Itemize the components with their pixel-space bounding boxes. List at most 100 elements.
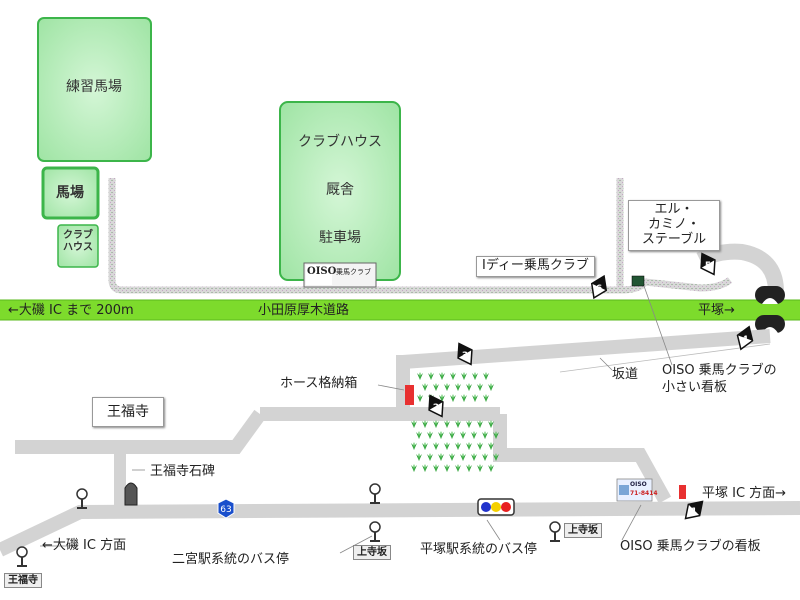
crop-sprout <box>488 464 494 472</box>
leader-lines <box>40 285 673 554</box>
highway-left-label: ←大磯 IC まで 200m <box>8 303 134 318</box>
crop-sprout <box>438 431 444 439</box>
crop-sprout <box>433 420 439 428</box>
signboard-oiso: OISO <box>307 266 337 277</box>
bus-stop-name-kamiterazaka-1: 上寺坂 <box>353 545 391 560</box>
crop-sprout <box>477 464 483 472</box>
crop-sprout <box>472 372 478 380</box>
crop-sprout <box>450 394 456 402</box>
hose-box-marker <box>405 385 414 405</box>
bus-stop-pole-icon <box>369 483 381 504</box>
route-63-number: 63 <box>220 505 231 515</box>
crop-sprout <box>455 442 461 450</box>
el-camino-line-1: エル・ <box>654 202 694 217</box>
crop-sprout <box>449 431 455 439</box>
crop-sprout <box>416 431 422 439</box>
signboard-club: 乗馬クラブ <box>336 268 371 276</box>
parking-label: 駐車場 <box>319 230 361 246</box>
field-right-road <box>493 414 672 504</box>
club-house-small-area <box>57 224 99 268</box>
bus-stop-name-oufukuji: 王福寺 <box>4 573 42 588</box>
practice-arena-area <box>37 17 152 162</box>
waypoint-number: 4 <box>742 335 748 345</box>
waypoint-group: 1 2 3 4 5 6 <box>428 252 754 520</box>
crop-sprout <box>471 453 477 461</box>
hiratsuka-bus-label: 平塚駅系統のバス停 <box>420 542 538 557</box>
crop-sprout <box>461 372 467 380</box>
crop-sprout <box>422 464 428 472</box>
crop-sprout <box>466 442 472 450</box>
crop-sprout <box>461 394 467 402</box>
crop-sprout <box>460 453 466 461</box>
crop-sprout <box>471 431 477 439</box>
bus-stop-pole-icon <box>76 488 88 509</box>
crop-sprout <box>428 372 434 380</box>
crop-sprout <box>488 442 494 450</box>
crop-sprout <box>482 431 488 439</box>
waypoint-marker-6: 6 <box>590 274 608 300</box>
to-oiso-ic-label: ←大磯 IC 方面 <box>42 538 127 553</box>
route-63-shield-icon <box>217 498 235 519</box>
el-camino-line-3: ステーブル <box>641 231 707 247</box>
crop-sprout <box>439 394 445 402</box>
crop-sprout <box>433 464 439 472</box>
oiso-sign-brand: OISO <box>630 481 647 488</box>
crop-sprout <box>455 420 461 428</box>
crop-sprout <box>450 372 456 380</box>
crop-sprout <box>488 420 494 428</box>
crop-sprout <box>477 383 483 391</box>
loop-road <box>696 243 784 291</box>
crop-sprout <box>477 420 483 428</box>
crop-sprout <box>433 383 439 391</box>
sign-red-marker <box>679 485 686 499</box>
oiso-sign-image <box>616 478 653 502</box>
oiso-sign-label: OISO 乗馬クラブの看板 <box>620 539 761 554</box>
small-sign-label: OISO 乗馬クラブの 小さい看板 <box>662 363 777 397</box>
crop-sprout <box>417 372 423 380</box>
gravel-driveway <box>108 178 620 294</box>
crop-sprout <box>483 372 489 380</box>
crop-sprout <box>472 394 478 402</box>
crop-sprout <box>439 372 445 380</box>
arena-area <box>41 166 100 220</box>
crop-sprout <box>422 420 428 428</box>
waypoint-marker-1: 1 <box>684 500 704 520</box>
oufukuji-monument-label: 王福寺石碑 <box>150 464 216 479</box>
crop-sprout <box>493 431 499 439</box>
crop-sprout <box>417 394 423 402</box>
crop-sprout <box>466 464 472 472</box>
crop-sprout <box>455 383 461 391</box>
crop-sprout <box>477 442 483 450</box>
tunnel-top <box>755 286 785 304</box>
crop-sprout <box>455 464 461 472</box>
club-house-label: クラブハウス <box>298 134 382 150</box>
crop-field <box>411 372 499 472</box>
arena-label: 馬場 <box>56 185 84 201</box>
crop-sprout <box>444 464 450 472</box>
parking-signboard <box>303 262 377 288</box>
ninomiya-bus-label: 二宮駅系統のバス停 <box>172 552 290 567</box>
crop-sprout <box>422 383 428 391</box>
tunnel-bottom <box>755 315 785 333</box>
small-sign-marker <box>631 275 645 287</box>
waypoint-marker-5: 5 <box>700 252 716 276</box>
crop-sprout <box>488 383 494 391</box>
el-camino-stable-label: エル・ カミノ・ ステーブル <box>628 200 720 251</box>
crop-sprout <box>411 464 417 472</box>
oiso-sign-phone: 71-8414 <box>630 490 658 497</box>
crop-sprout <box>466 383 472 391</box>
crop-sprout <box>460 431 466 439</box>
waypoint-number: 2 <box>433 403 439 413</box>
practice-arena-label: 練習馬場 <box>66 79 122 95</box>
crop-sprout <box>433 442 439 450</box>
waypoint-number: 3 <box>462 351 468 361</box>
traffic-signal-icon <box>477 498 515 516</box>
crop-sprout <box>427 453 433 461</box>
crop-sprout <box>416 453 422 461</box>
route-63-road <box>0 501 800 557</box>
small-sign-line-1: OISO 乗馬クラブの <box>662 363 777 378</box>
club-house-small-label: クラブハウス <box>63 230 93 253</box>
bus-stop-pole-icon <box>369 521 381 542</box>
crop-sprout <box>422 442 428 450</box>
